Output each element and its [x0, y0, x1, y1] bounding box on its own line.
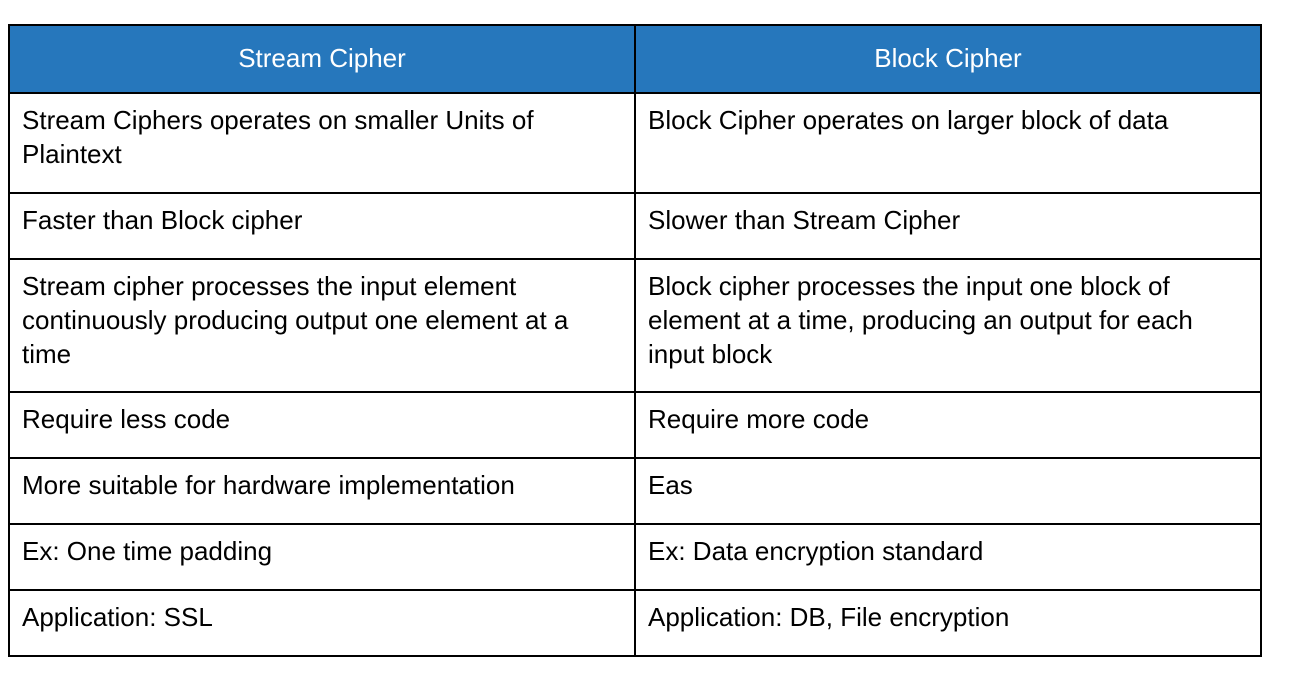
cell-stream-3: Stream cipher processes the input elemen…: [8, 258, 636, 393]
cell-block-6: Ex: Data encryption standard: [634, 523, 1262, 591]
cell-block-1: Block Cipher operates on larger block of…: [634, 92, 1262, 194]
cell-stream-5: More suitable for hardware implementatio…: [8, 457, 636, 525]
table-header: Stream Cipher Block Cipher: [8, 24, 1262, 94]
cell-stream-7: Application: SSL: [8, 589, 636, 657]
table-row: More suitable for hardware implementatio…: [8, 457, 1262, 525]
comparison-table-container: Stream Cipher Block Cipher Stream Cipher…: [8, 24, 1262, 657]
table-row: Application: SSL Application: DB, File e…: [8, 589, 1262, 657]
table-row: Require less code Require more code: [8, 391, 1262, 459]
column-header-stream-cipher: Stream Cipher: [8, 24, 636, 94]
stream-vs-block-cipher-table: Stream Cipher Block Cipher Stream Cipher…: [8, 24, 1262, 657]
column-header-block-cipher: Block Cipher: [634, 24, 1262, 94]
table-row: Stream cipher processes the input elemen…: [8, 258, 1262, 393]
table-row: Ex: One time padding Ex: Data encryption…: [8, 523, 1262, 591]
cell-block-3: Block cipher processes the input one blo…: [634, 258, 1262, 393]
cell-stream-4: Require less code: [8, 391, 636, 459]
cell-stream-6: Ex: One time padding: [8, 523, 636, 591]
table-row: Faster than Block cipher Slower than Str…: [8, 192, 1262, 260]
table-row: Stream Ciphers operates on smaller Units…: [8, 92, 1262, 194]
cell-block-4: Require more code: [634, 391, 1262, 459]
cell-block-5: Eas: [634, 457, 1262, 525]
cell-block-7: Application: DB, File encryption: [634, 589, 1262, 657]
cell-stream-2: Faster than Block cipher: [8, 192, 636, 260]
cell-stream-1: Stream Ciphers operates on smaller Units…: [8, 92, 636, 194]
table-body: Stream Ciphers operates on smaller Units…: [8, 92, 1262, 657]
header-row: Stream Cipher Block Cipher: [8, 24, 1262, 94]
cell-block-2: Slower than Stream Cipher: [634, 192, 1262, 260]
